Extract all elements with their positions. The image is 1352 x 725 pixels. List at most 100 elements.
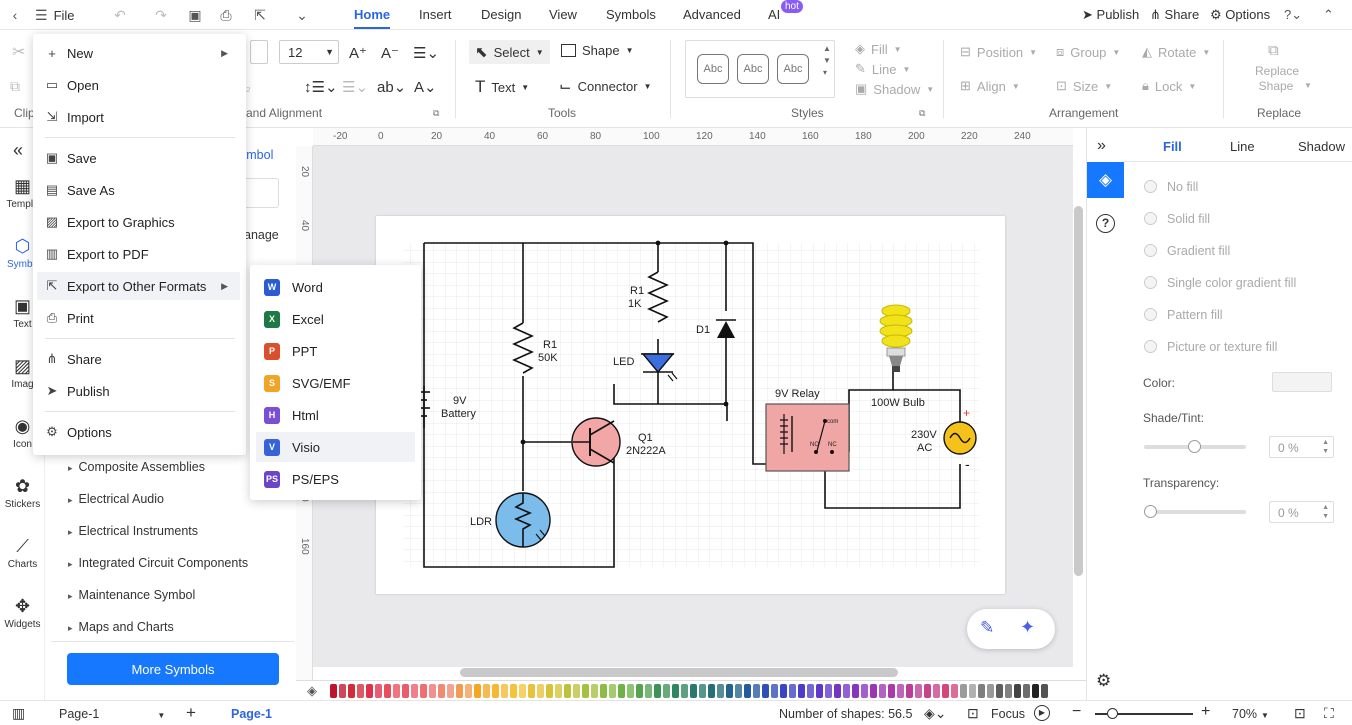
color-swatch[interactable] bbox=[852, 684, 859, 698]
color-swatch[interactable] bbox=[663, 684, 670, 698]
tab-insert[interactable]: Insert bbox=[419, 7, 452, 22]
color-swatch[interactable] bbox=[600, 684, 607, 698]
decrease-font-icon[interactable]: A⁻ bbox=[381, 45, 399, 62]
file-menu-item-new[interactable]: +New▶ bbox=[37, 39, 240, 67]
color-swatch[interactable] bbox=[861, 684, 868, 698]
circuit-diagram[interactable]: 9V Battery R1 50K R1 1K LED bbox=[376, 216, 1005, 594]
page-select[interactable]: Page-1▼ bbox=[59, 707, 166, 721]
fit-page-icon[interactable]: ⊡ bbox=[1294, 705, 1306, 721]
add-page-icon[interactable]: + bbox=[186, 703, 196, 722]
manage-link[interactable]: anage bbox=[244, 228, 279, 242]
color-swatch[interactable] bbox=[897, 684, 904, 698]
zoom-level[interactable]: 70%▼ bbox=[1232, 707, 1269, 721]
color-swatch[interactable] bbox=[492, 684, 499, 698]
color-swatch[interactable] bbox=[978, 684, 985, 698]
expand-panel-icon[interactable]: » bbox=[1097, 137, 1106, 154]
color-swatch[interactable] bbox=[798, 684, 805, 698]
rotate-button[interactable]: ◭Rotate▼ bbox=[1142, 44, 1211, 60]
color-swatch[interactable] bbox=[402, 684, 409, 698]
zoom-slider-knob[interactable] bbox=[1107, 708, 1118, 719]
color-swatch[interactable] bbox=[564, 684, 571, 698]
shape-button[interactable]: Shape▼ bbox=[561, 43, 634, 58]
color-swatch[interactable] bbox=[681, 684, 688, 698]
print-icon[interactable]: ⎙ bbox=[220, 6, 232, 23]
align-icon[interactable]: ☰⌄ bbox=[413, 45, 440, 62]
rail-images[interactable]: ▨Imag bbox=[0, 356, 45, 390]
color-swatch[interactable] bbox=[726, 684, 733, 698]
color-swatch[interactable] bbox=[636, 684, 643, 698]
drawing-page[interactable]: 9V Battery R1 50K R1 1K LED bbox=[376, 216, 1005, 594]
style-preset-3[interactable]: Abc bbox=[777, 54, 809, 84]
file-menu-item-export-to-graphics[interactable]: ▨Export to Graphics bbox=[37, 208, 240, 236]
color-swatch[interactable] bbox=[420, 684, 427, 698]
increase-font-icon[interactable]: A⁺ bbox=[349, 45, 367, 62]
color-swatch[interactable] bbox=[762, 684, 769, 698]
fill-button[interactable]: ◈Fill▼ bbox=[855, 41, 902, 57]
shade-tint-input[interactable]: 0 %▲▼ bbox=[1269, 436, 1334, 458]
copy-icon[interactable]: ⧉ bbox=[10, 78, 20, 94]
color-swatch[interactable] bbox=[627, 684, 634, 698]
color-swatch[interactable] bbox=[393, 684, 400, 698]
back-icon[interactable]: ‹ bbox=[12, 7, 18, 23]
library-category-audio[interactable]: Electrical Audio bbox=[68, 492, 164, 506]
position-button[interactable]: ⊟Position▼ bbox=[960, 44, 1038, 60]
collapse-chevron-icon[interactable]: ⌃ bbox=[1323, 7, 1334, 22]
cut-icon[interactable]: ✂ bbox=[12, 44, 26, 61]
settings-gear-icon[interactable]: ⚙ bbox=[1096, 671, 1112, 690]
zoom-slider[interactable] bbox=[1095, 708, 1193, 719]
file-menu-item-share[interactable]: ⋔Share bbox=[37, 345, 240, 373]
color-swatch[interactable] bbox=[699, 684, 706, 698]
file-menu-item-save-as[interactable]: ▤Save As bbox=[37, 176, 240, 204]
file-menu-item-import[interactable]: ⇲Import bbox=[37, 103, 240, 131]
color-swatch[interactable] bbox=[501, 684, 508, 698]
focus-button[interactable]: Focus bbox=[991, 707, 1026, 721]
radio-picture-fill[interactable]: Picture or texture fill bbox=[1144, 340, 1277, 354]
file-menu-item-export-to-pdf[interactable]: ▥Export to PDF bbox=[37, 240, 240, 268]
color-swatch[interactable] bbox=[906, 684, 913, 698]
help-icon[interactable]: ? bbox=[1096, 214, 1115, 233]
tab-line[interactable]: Line bbox=[1230, 139, 1255, 154]
color-swatch[interactable] bbox=[672, 684, 679, 698]
more-symbols-button[interactable]: More Symbols bbox=[67, 653, 279, 685]
font-dialog-launcher-icon[interactable]: ⧉ bbox=[433, 108, 440, 118]
tab-design[interactable]: Design bbox=[481, 7, 522, 22]
layers-icon[interactable]: ◈⌄ bbox=[924, 705, 947, 721]
align-button[interactable]: ⊞Align▼ bbox=[960, 78, 1020, 94]
stepper-icon[interactable]: ▲▼ bbox=[1322, 439, 1329, 455]
vertical-scrollbar[interactable] bbox=[1074, 206, 1083, 576]
file-menu-item-options[interactable]: ⚙Options bbox=[37, 418, 240, 446]
color-swatch[interactable] bbox=[591, 684, 598, 698]
color-swatch[interactable] bbox=[879, 684, 886, 698]
color-swatch[interactable] bbox=[960, 684, 967, 698]
font-family-select[interactable] bbox=[250, 40, 268, 64]
library-category-maps[interactable]: Maps and Charts bbox=[68, 620, 174, 634]
color-swatch[interactable] bbox=[987, 684, 994, 698]
text-style-icon[interactable]: ab⌄ bbox=[377, 79, 407, 96]
color-swatch[interactable] bbox=[546, 684, 553, 698]
color-swatch[interactable] bbox=[969, 684, 976, 698]
color-swatch[interactable] bbox=[1032, 684, 1039, 698]
color-swatch[interactable] bbox=[474, 684, 481, 698]
file-menu-item-save[interactable]: ▣Save bbox=[37, 144, 240, 172]
library-category-maintenance[interactable]: Maintenance Symbol bbox=[68, 588, 196, 602]
radio-gradient-fill[interactable]: Gradient fill bbox=[1144, 244, 1230, 258]
file-menu-item-export-to-other-formats[interactable]: ⇱Export to Other Formats▶ bbox=[37, 272, 240, 300]
color-swatch[interactable] bbox=[753, 684, 760, 698]
color-swatch[interactable] bbox=[870, 684, 877, 698]
color-swatch[interactable] bbox=[573, 684, 580, 698]
color-swatch[interactable] bbox=[447, 684, 454, 698]
magic-pen-icon[interactable]: ✎ bbox=[980, 618, 995, 637]
color-swatch[interactable] bbox=[834, 684, 841, 698]
radio-solid-fill[interactable]: Solid fill bbox=[1144, 212, 1210, 226]
ai-sparkle-icon[interactable]: ✦ bbox=[1020, 617, 1036, 637]
rail-templates[interactable]: ▦Templa bbox=[0, 176, 45, 210]
transparency-input[interactable]: 0 %▲▼ bbox=[1269, 501, 1334, 523]
